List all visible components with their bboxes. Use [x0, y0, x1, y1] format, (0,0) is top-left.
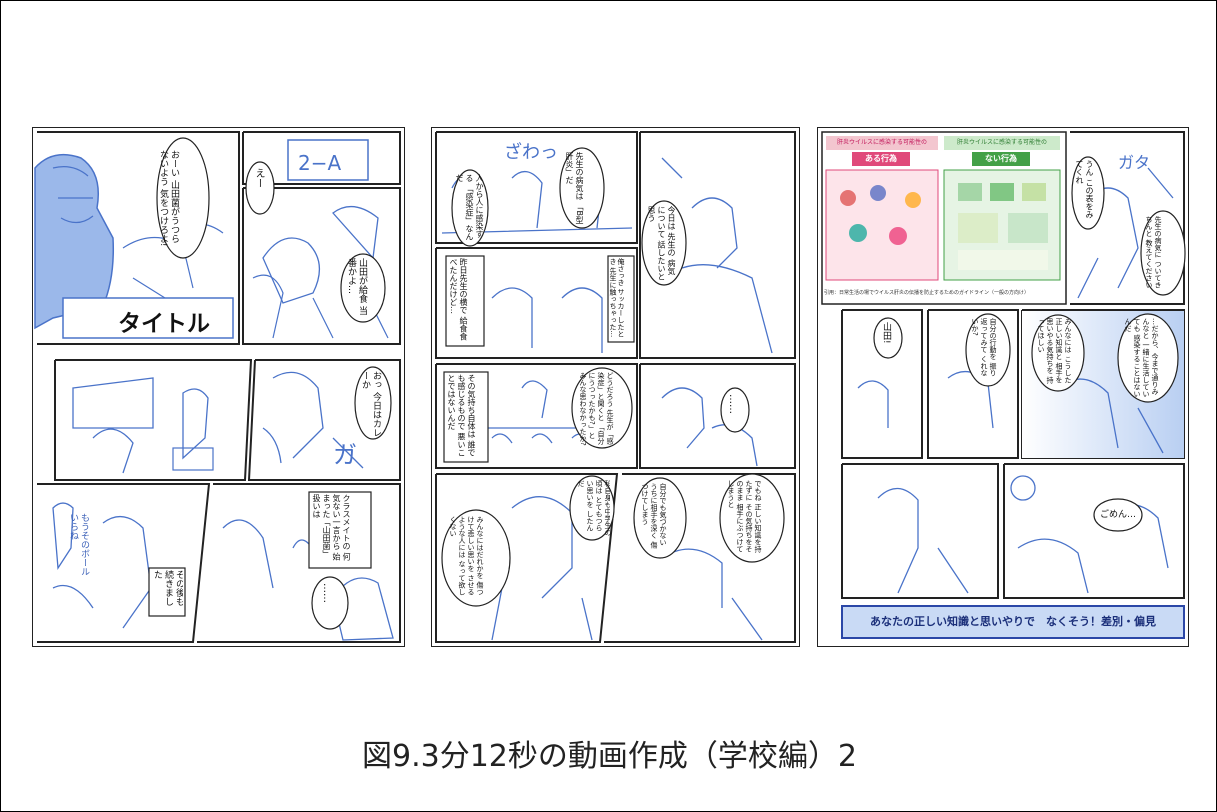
- banner-bg: [841, 605, 1185, 639]
- manga-page-3-art: 肝炎ウイルスに感染する可能性の 肝炎ウイルスに感染する可能性の ある行為 ない行…: [821, 131, 1186, 639]
- title-sign: [62, 297, 234, 339]
- bubble-ore: 俺さっき サッカーしたとき 先生に触っちゃった…: [609, 258, 625, 338]
- bubble-ball: もうそのボールいらね: [68, 513, 89, 576]
- bubble-tsuzuki: その後も 続きました: [152, 570, 183, 606]
- bubble-gomen: ごめん…: [1099, 510, 1136, 520]
- panel-2-2: [639, 131, 796, 359]
- bubble-kinou: 昨日先生の横で 給食食べたんだけど…: [449, 258, 468, 341]
- manga-page-2: ざわっ 人から人に感染する 「感染症」なんだ 先生の病気は 「B型肝炎」だ 今日…: [431, 127, 800, 647]
- bubble-jibun-2: 自分でも気づかない うちに相手を深く 傷つけてしまう: [641, 483, 667, 549]
- bubble-jibun-3: 自分の行動を 振り返ってみて くれないか?: [971, 318, 997, 377]
- panel-2-6: [435, 473, 796, 643]
- bubble-demo: でもね 正しい知識を持たずに その気持ちをそのまま 相手にぶつけてしまうと: [727, 480, 762, 553]
- bubble-minna-2: みんなにはだれかを 傷つけて悲しい思いを させるような人には なって欲しくない: [449, 516, 484, 596]
- sfx-gata: ガタ: [1118, 153, 1150, 172]
- panel-1-1: [37, 131, 240, 345]
- bubble-dots-1: ……: [321, 583, 332, 603]
- panel-2-1: [435, 131, 638, 244]
- panel-1-6: [37, 483, 401, 643]
- bubble-sensei: 先生の病気に ついてきちんと 教えてください: [1145, 216, 1162, 289]
- manga-page-2-art: ざわっ 人から人に感染する 「感染症」なんだ 先生の病気は 「B型肝炎」だ 今日…: [435, 131, 796, 643]
- bubble-douda: どうだろう 先生が「感染症」と聞くと 「自分にうつったかも?」と みんな思わなか…: [579, 372, 614, 446]
- panel-1-5: [247, 359, 401, 481]
- panel-2-3: [435, 247, 638, 359]
- banner-text: あなたの正しい知識と思いやりで なくそう！差別・偏見: [870, 615, 1156, 628]
- bubble-yamada: 山田!: [881, 322, 891, 344]
- bubble-kyou: 今日は 先生の 病気について 話したいと思う: [647, 206, 676, 281]
- bubble-dakara: …だから、今まで通りみんなと 一緒に生活していても 感染することはないんだ: [1124, 318, 1159, 398]
- bubble-kansen: 人から人に感染する 「感染症」なんだ: [455, 174, 484, 241]
- poster-left-tag: ある行為: [865, 154, 897, 163]
- bubble-sono: その気持ち自体は 誰でも感じるもので 悪いことではないんだ: [447, 374, 476, 457]
- sfx-gachan: ガ: [333, 441, 357, 469]
- bubble-oi-shape: [156, 137, 210, 259]
- bubble-dots-2: ……: [727, 394, 738, 414]
- panel-3-4: [841, 463, 1185, 599]
- bubble-minna-3: みんなには こうした正しい知識と 相手を思いやる気持ちを 持ってほしい: [1037, 318, 1072, 384]
- bubble-kyushoku: 山田が給食 当番かよ…: [346, 258, 367, 315]
- panel-1-4: [54, 359, 253, 481]
- poster-right-tag: ない行為: [985, 154, 1017, 163]
- bubble-curry: おっ 今日はカレーか: [360, 371, 381, 437]
- panel-3-2: [1070, 131, 1185, 305]
- panel-1-3: [242, 187, 401, 345]
- bubble-un: うん この表をみてくれ: [1075, 160, 1094, 219]
- title-text: タイトル: [118, 311, 210, 337]
- bubble-classmate: クラスメイトの 何気ない一言から 始まった「山田菌」 扱いは: [312, 494, 351, 561]
- manga-page-3: 肝炎ウイルスに感染する可能性の 肝炎ウイルスに感染する可能性の ある行為 ない行…: [817, 127, 1189, 647]
- poster-right-head: 肝炎ウイルスに感染する可能性の: [956, 139, 1047, 146]
- sfx-zawa: ざわっ: [504, 141, 558, 163]
- bubble-oi: おーい 山田菌がうつら ないよう 気をつけろよ!: [158, 150, 179, 247]
- panel-1-2: [242, 131, 401, 185]
- panel-2-4: [435, 363, 638, 469]
- manga-page-1-art: タイトル おーい 山田菌がうつら ないよう 気をつけろよ! 2−A えー: [34, 131, 401, 643]
- bubble-watashi: 私自身も中学生の頃は とてもつらい思いを したんだ: [577, 480, 610, 536]
- sign-2a: 2−A: [298, 151, 341, 175]
- poster-left-head: 肝炎ウイルスに感染する可能性の: [836, 139, 927, 146]
- manga-page-1: タイトル おーい 山田菌がうつら ないよう 気をつけろよ! 2−A えー: [32, 127, 405, 647]
- figure-caption: 図9.3分12秒の動画作成（学校編）2: [362, 739, 857, 774]
- panel-2-5: [639, 363, 796, 469]
- bubble-e: えー: [253, 168, 264, 188]
- student-mask-figure: [34, 153, 115, 330]
- poster-source: 引用：日常生活の場でウイルス肝炎の伝播を防止するためのガイドライン（一般の方向け…: [824, 290, 1030, 296]
- bubble-byouki: 先生の病気は 「B型肝炎」だ: [565, 152, 584, 225]
